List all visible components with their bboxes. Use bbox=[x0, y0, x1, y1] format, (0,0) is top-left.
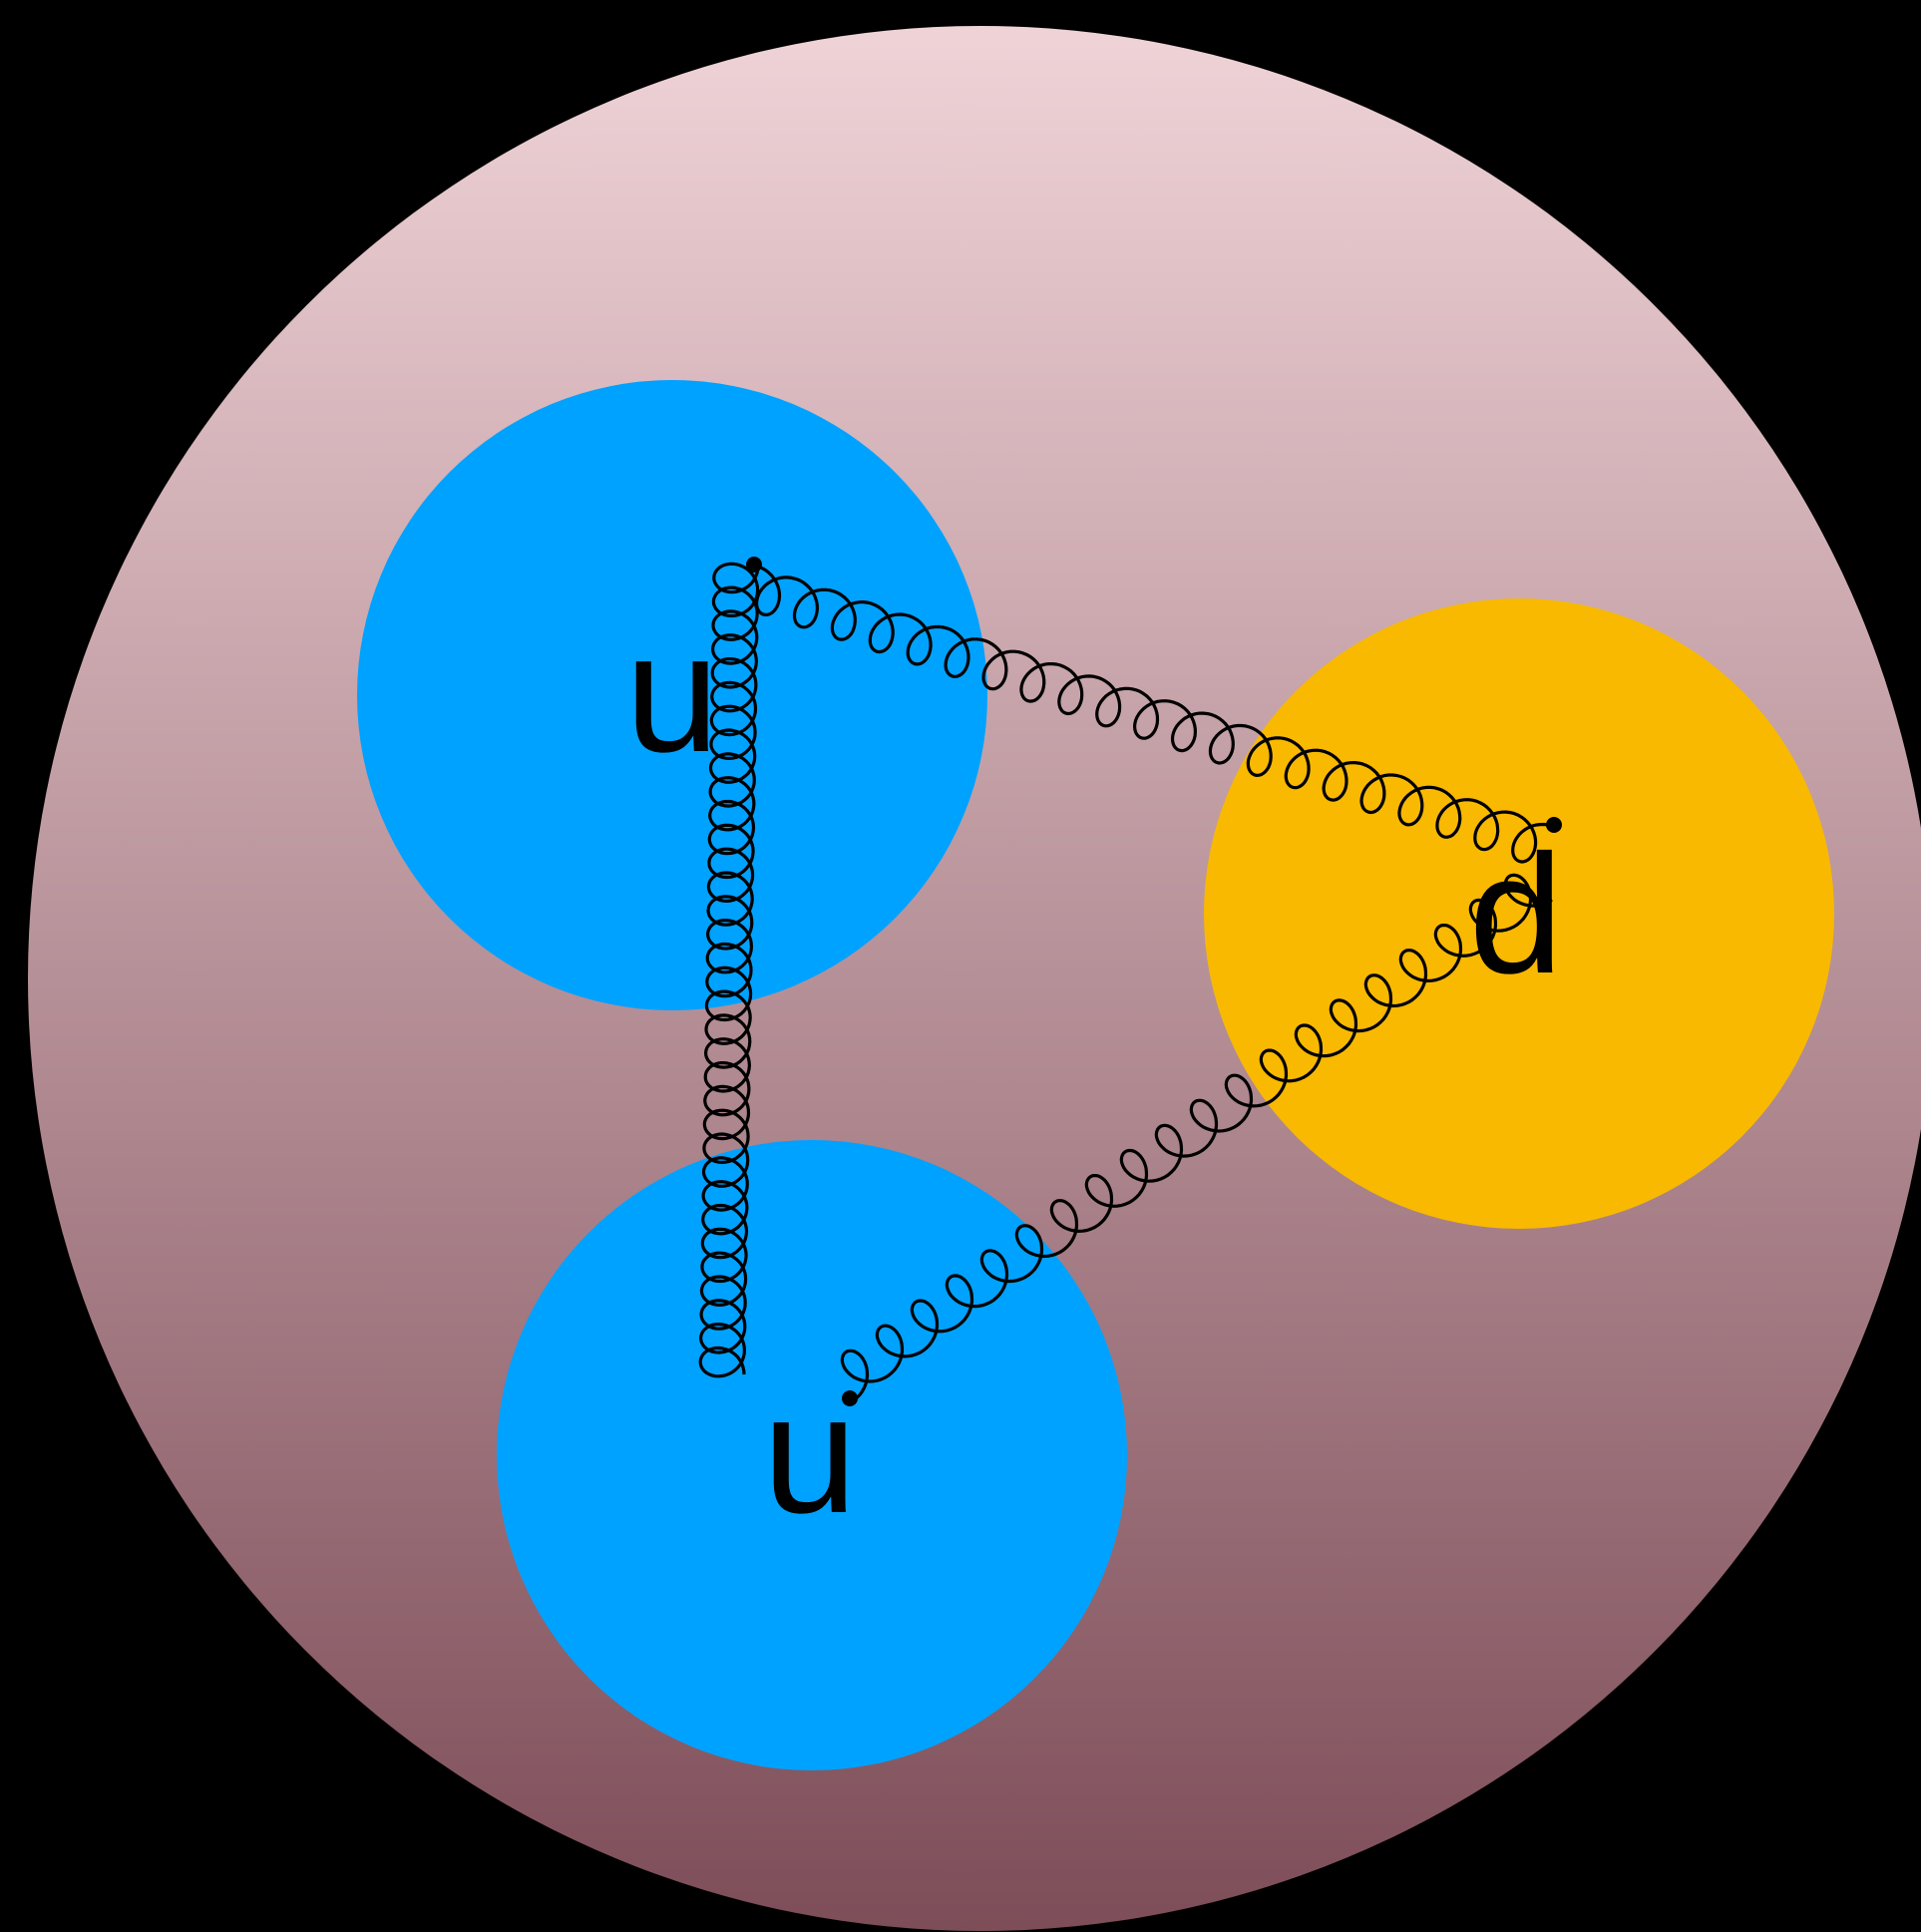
down-quark-label: d bbox=[1469, 820, 1564, 1009]
gluon-vertex-right bbox=[1546, 817, 1562, 833]
up-quark-top-label: u bbox=[625, 598, 720, 788]
up-quark-bottom-label: u bbox=[763, 1359, 858, 1549]
gluon-vertex-top-left bbox=[746, 557, 762, 573]
gluon-vertex-bottom bbox=[842, 1390, 858, 1406]
